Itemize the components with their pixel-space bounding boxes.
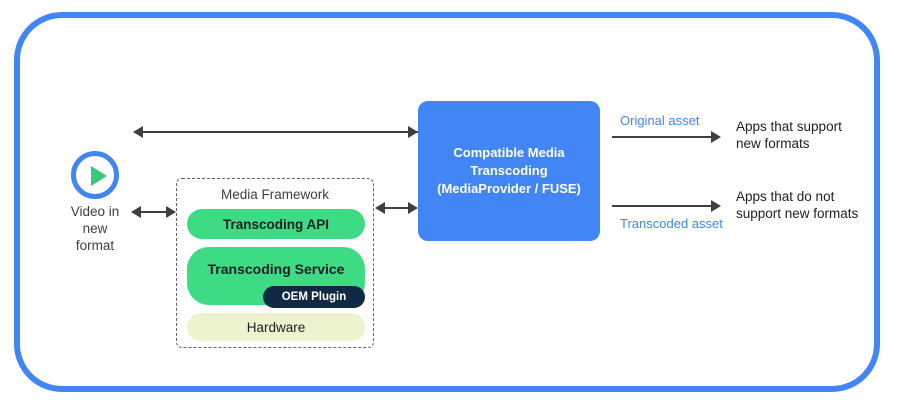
arrow-head-left <box>131 206 141 218</box>
arrow-head-left <box>133 126 143 138</box>
media-framework-group: Media Framework Transcoding API Transcod… <box>176 178 374 348</box>
transcoding-api-label: Transcoding API <box>222 216 330 232</box>
arrow-head-right <box>711 131 721 143</box>
transcoding-api-box[interactable]: Transcoding API <box>187 209 365 239</box>
hardware-label: Hardware <box>246 319 306 335</box>
arrow-shaft <box>141 211 166 213</box>
cmt-label: Compatible Media Transcoding (MediaProvi… <box>437 145 581 196</box>
arrow-shaft <box>612 205 714 207</box>
play-circle-icon <box>71 151 119 199</box>
arrow-head-left <box>375 202 385 214</box>
arrow-head-right <box>408 202 418 214</box>
hardware-box[interactable]: Hardware <box>187 313 365 341</box>
arrow-head-right <box>408 126 418 138</box>
oem-plugin-label: OEM Plugin <box>281 291 347 303</box>
arrow-head-right <box>711 200 721 212</box>
media-framework-title: Media Framework <box>220 187 330 202</box>
compatible-media-transcoding-box[interactable]: Compatible Media Transcoding (MediaProvi… <box>418 101 600 241</box>
play-triangle-icon <box>91 166 107 186</box>
apps-support-new-formats-label: Apps that support new formats <box>736 119 842 151</box>
transcoded-asset-label: Transcoded asset <box>620 216 723 231</box>
arrow-shaft <box>385 207 408 209</box>
original-asset-label: Original asset <box>620 113 700 128</box>
apps-not-support-new-formats-label: Apps that do not support new formats <box>736 189 859 221</box>
arrow-shaft <box>612 136 714 138</box>
arrow-shaft <box>143 131 418 133</box>
oem-plugin-badge[interactable]: OEM Plugin <box>263 286 365 308</box>
arrow-head-right <box>166 206 176 218</box>
video-source-caption: Video in new format <box>70 204 120 253</box>
transcoding-service-label: Transcoding Service <box>207 261 345 277</box>
